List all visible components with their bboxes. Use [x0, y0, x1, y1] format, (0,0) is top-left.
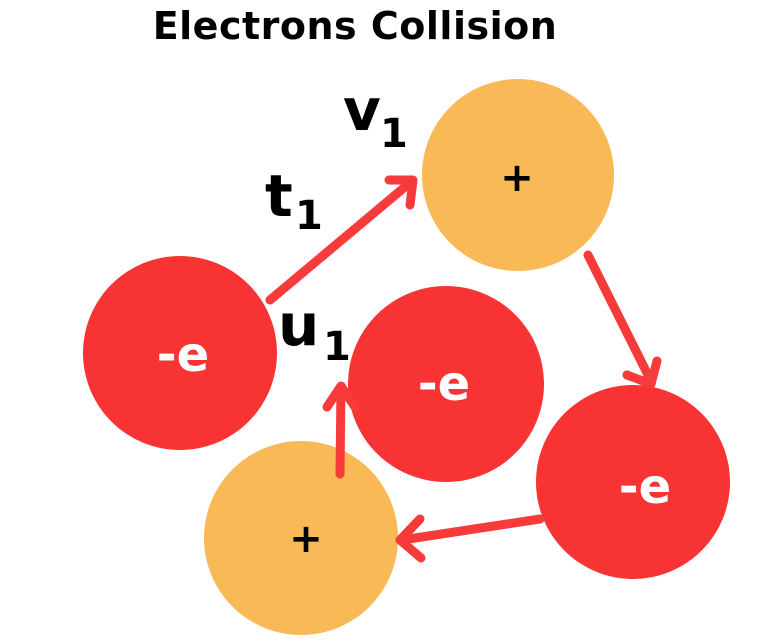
- diagram-title: Electrons Collision: [152, 4, 558, 48]
- arrow-electron-to-top-ion: [265, 175, 418, 305]
- ion-bottom: [204, 441, 398, 635]
- ion-bottom-label: +: [289, 516, 323, 562]
- particles: [83, 79, 730, 635]
- arrow-top-ion-to-right-electron: [583, 250, 662, 389]
- arrows: [265, 175, 662, 563]
- label-v1: v 1: [343, 76, 408, 157]
- label-u-main: u: [278, 291, 319, 359]
- electron-right-label: -e: [619, 459, 671, 515]
- electron-center: [348, 286, 544, 482]
- ion-top: [422, 79, 614, 271]
- ion-top-label: +: [500, 155, 534, 201]
- label-u-sub: 1: [323, 324, 351, 370]
- arrow-bottom-ion-to-center-electron: [322, 381, 360, 479]
- label-t-sub: 1: [295, 193, 323, 239]
- electron-left: [83, 256, 277, 450]
- label-v-sub: 1: [380, 111, 408, 157]
- label-v-main: v: [343, 76, 381, 144]
- charge-labels: -e -e -e + +: [157, 155, 671, 562]
- electron-center-label: -e: [418, 356, 470, 412]
- electron-right: [536, 385, 730, 579]
- label-u1: u 1: [278, 291, 351, 370]
- electron-left-label: -e: [157, 327, 209, 383]
- label-t1: t 1: [265, 162, 323, 239]
- arrow-right-electron-to-bottom-ion: [395, 514, 545, 563]
- label-t-main: t: [265, 162, 293, 230]
- variable-labels: v 1 t 1 u 1: [265, 76, 408, 370]
